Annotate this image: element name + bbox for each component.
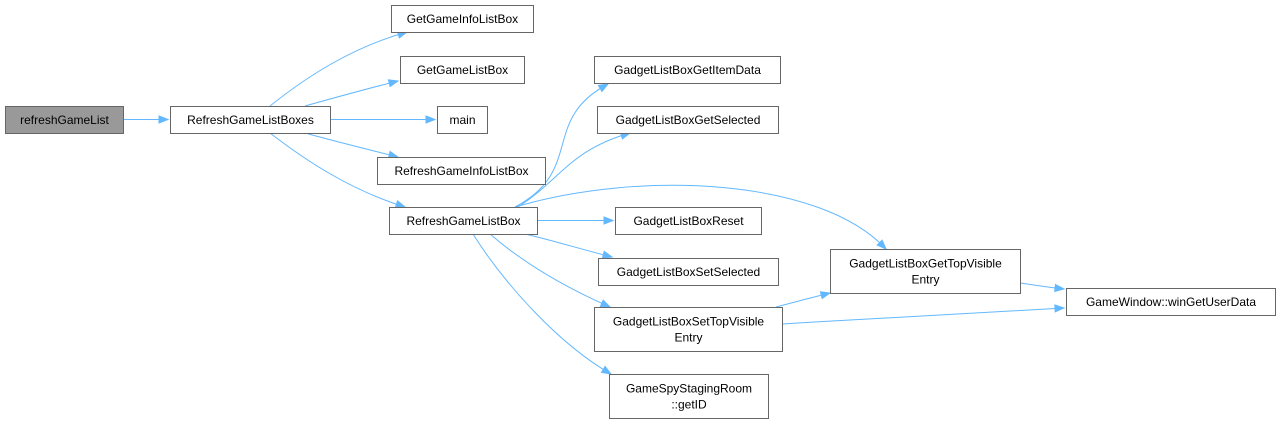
edge-gadget-list-box-set-top-visible-entry-to-gadget-list-box-get-top-visible-entry [775, 291, 832, 308]
edge-refresh-game-list-box-to-gadget-list-box-get-selected-line [517, 132, 631, 208]
node-gadget-list-box-reset-label-1: GadgetListBoxReset [633, 214, 744, 228]
edge-gadget-list-box-set-top-visible-entry-to-game-window-win-get-user-data-arrowhead [1054, 304, 1066, 313]
edges-layer [123, 30, 1066, 375]
node-refresh-game-info-list-box-box [377, 157, 546, 185]
node-refresh-game-list-box-label-1: RefreshGameListBox [406, 214, 520, 228]
nodes-layer: refreshGameList RefreshGameListBoxes GetGa… [5, 5, 1276, 419]
node-gadget-list-box-get-item-data-box [594, 56, 781, 84]
node-refresh-game-list[interactable]: refreshGameList [5, 106, 124, 134]
edge-gadget-list-box-set-top-visible-entry-to-gadget-list-box-get-top-visible-entry-arrowhead [819, 291, 832, 300]
edge-refresh-game-list-box-to-gadget-list-box-get-item-data-arrowhead [597, 83, 610, 93]
node-gadget-list-box-reset[interactable]: GadgetListBoxReset [615, 207, 762, 235]
edge-gadget-list-box-set-top-visible-entry-to-game-window-win-get-user-data-line [781, 307, 1065, 325]
node-main[interactable]: main [437, 106, 488, 134]
node-refresh-game-list-box-box [389, 207, 538, 235]
edge-refresh-game-list-boxes-to-get-game-info-list-box [269, 30, 409, 107]
node-game-window-win-get-user-data-label-1: GameWindow::winGetUserData [1086, 295, 1256, 309]
node-game-spy-staging-room-get-id-box [609, 374, 769, 419]
node-gadget-list-box-get-top-visible-entry-box [830, 249, 1021, 294]
edge-refresh-game-list-boxes-to-refresh-game-list-box-line [269, 132, 406, 208]
edge-refresh-game-list-boxes-to-main [330, 115, 437, 124]
edge-gadget-list-box-get-top-visible-entry-to-game-window-win-get-user-data-arrowhead [1054, 283, 1066, 293]
node-refresh-game-list-boxes-label-1: RefreshGameListBoxes [187, 113, 314, 127]
node-gadget-list-box-set-top-visible-entry-label-1: GadgetListBoxSetTopVisible [613, 315, 765, 329]
edge-refresh-game-list-boxes-to-get-game-list-box-line [304, 80, 399, 107]
edge-refresh-game-list-boxes-to-refresh-game-info-list-box-line [304, 132, 399, 158]
edge-refresh-game-list-box-to-game-spy-staging-room-get-id-arrowhead [600, 365, 613, 375]
node-gadget-list-box-get-top-visible-entry-label-1: GadgetListBoxGetTopVisible [849, 257, 1002, 271]
edge-refresh-game-list-box-to-gadget-list-box-get-item-data [514, 83, 610, 208]
node-game-spy-staging-room-get-id[interactable]: GameSpyStagingRoom::getID [609, 374, 769, 419]
edge-refresh-game-list-box-to-gadget-list-box-get-item-data-line [514, 83, 609, 208]
edge-refresh-game-list-box-to-gadget-list-box-set-selected-line [524, 233, 613, 258]
edge-gadget-list-box-get-top-visible-entry-to-game-window-win-get-user-data [1019, 282, 1066, 293]
node-get-game-list-box[interactable]: GetGameListBox [400, 56, 525, 84]
node-gadget-list-box-set-top-visible-entry-box [594, 307, 783, 352]
edge-refresh-game-list-box-to-gadget-list-box-set-selected-arrowhead [601, 250, 614, 259]
edge-refresh-game-list-boxes-to-get-game-list-box [304, 79, 400, 107]
edge-refresh-game-list-boxes-to-refresh-game-list-box-arrowhead [394, 200, 407, 209]
edge-refresh-game-list-box-to-gadget-list-box-get-top-visible-entry [514, 184, 887, 250]
node-main-box [437, 106, 488, 134]
edge-gadget-list-box-set-top-visible-entry-to-game-window-win-get-user-data [781, 304, 1066, 325]
edge-refresh-game-list-boxes-to-main-arrowhead [425, 115, 437, 124]
node-gadget-list-box-get-selected-box [597, 106, 779, 134]
edge-refresh-game-list-box-to-gadget-list-box-set-top-visible-entry-arrowhead [599, 299, 612, 308]
node-main-label-1: main [449, 113, 475, 127]
edge-refresh-game-list-boxes-to-get-game-list-box-arrowhead [387, 79, 400, 88]
node-get-game-list-box-box [400, 56, 525, 84]
node-get-game-list-box-label-1: GetGameListBox [417, 63, 508, 77]
node-gadget-list-box-get-item-data[interactable]: GadgetListBoxGetItemData [594, 56, 781, 84]
node-gadget-list-box-get-selected-label-1: GadgetListBoxGetSelected [616, 113, 761, 127]
node-refresh-game-list-box[interactable]: RefreshGameListBox [389, 207, 538, 235]
node-game-spy-staging-room-get-id-label-1: GameSpyStagingRoom [626, 382, 752, 396]
edge-refresh-game-list-to-refresh-game-list-boxes-arrowhead [158, 115, 170, 124]
node-game-window-win-get-user-data-box [1066, 288, 1276, 316]
node-refresh-game-info-list-box-label-1: RefreshGameInfoListBox [394, 164, 528, 178]
node-gadget-list-box-get-selected[interactable]: GadgetListBoxGetSelected [597, 106, 779, 134]
node-refresh-game-list-box [5, 106, 124, 134]
node-refresh-game-list-label-1: refreshGameList [20, 113, 109, 127]
edge-refresh-game-list-box-to-game-spy-staging-room-get-id-line [472, 233, 612, 375]
node-game-spy-staging-room-get-id-label-2: ::getID [671, 398, 707, 412]
edge-refresh-game-list-box-to-gadget-list-box-set-selected [524, 233, 614, 259]
node-gadget-list-box-reset-box [615, 207, 762, 235]
node-get-game-info-list-box-box [391, 5, 534, 33]
edge-refresh-game-list-box-to-gadget-list-box-set-top-visible-entry-line [489, 233, 611, 308]
node-refresh-game-list-boxes-box [170, 106, 331, 134]
edge-refresh-game-list-to-refresh-game-list-boxes [123, 115, 170, 124]
edge-refresh-game-list-boxes-to-get-game-info-list-box-line [269, 31, 408, 107]
node-gadget-list-box-set-selected-box [598, 258, 779, 286]
edge-refresh-game-list-box-to-gadget-list-box-get-top-visible-entry-line [514, 184, 887, 250]
node-refresh-game-list-boxes[interactable]: RefreshGameListBoxes [170, 106, 331, 134]
node-game-window-win-get-user-data[interactable]: GameWindow::winGetUserData [1066, 288, 1276, 316]
node-gadget-list-box-get-item-data-label-1: GadgetListBoxGetItemData [614, 63, 761, 77]
node-gadget-list-box-get-top-visible-entry-label-2: Entry [911, 273, 939, 287]
edge-refresh-game-list-box-to-gadget-list-box-reset [537, 216, 615, 225]
node-gadget-list-box-set-selected[interactable]: GadgetListBoxSetSelected [598, 258, 779, 286]
node-gadget-list-box-set-selected-label-1: GadgetListBoxSetSelected [617, 265, 760, 279]
node-gadget-list-box-set-top-visible-entry-label-2: Entry [674, 331, 702, 345]
node-get-game-info-list-box-label-1: GetGameInfoListBox [407, 12, 518, 26]
edge-refresh-game-list-box-to-gadget-list-box-set-top-visible-entry [489, 233, 612, 308]
node-get-game-info-list-box[interactable]: GetGameInfoListBox [391, 5, 534, 33]
edge-refresh-game-list-box-to-game-spy-staging-room-get-id [472, 233, 613, 375]
edge-refresh-game-list-box-to-gadget-list-box-reset-arrowhead [603, 216, 615, 225]
node-refresh-game-info-list-box[interactable]: RefreshGameInfoListBox [377, 157, 546, 185]
edge-refresh-game-list-boxes-to-refresh-game-info-list-box [304, 132, 400, 159]
edge-refresh-game-list-box-to-gadget-list-box-get-top-visible-entry-arrowhead [876, 239, 887, 250]
